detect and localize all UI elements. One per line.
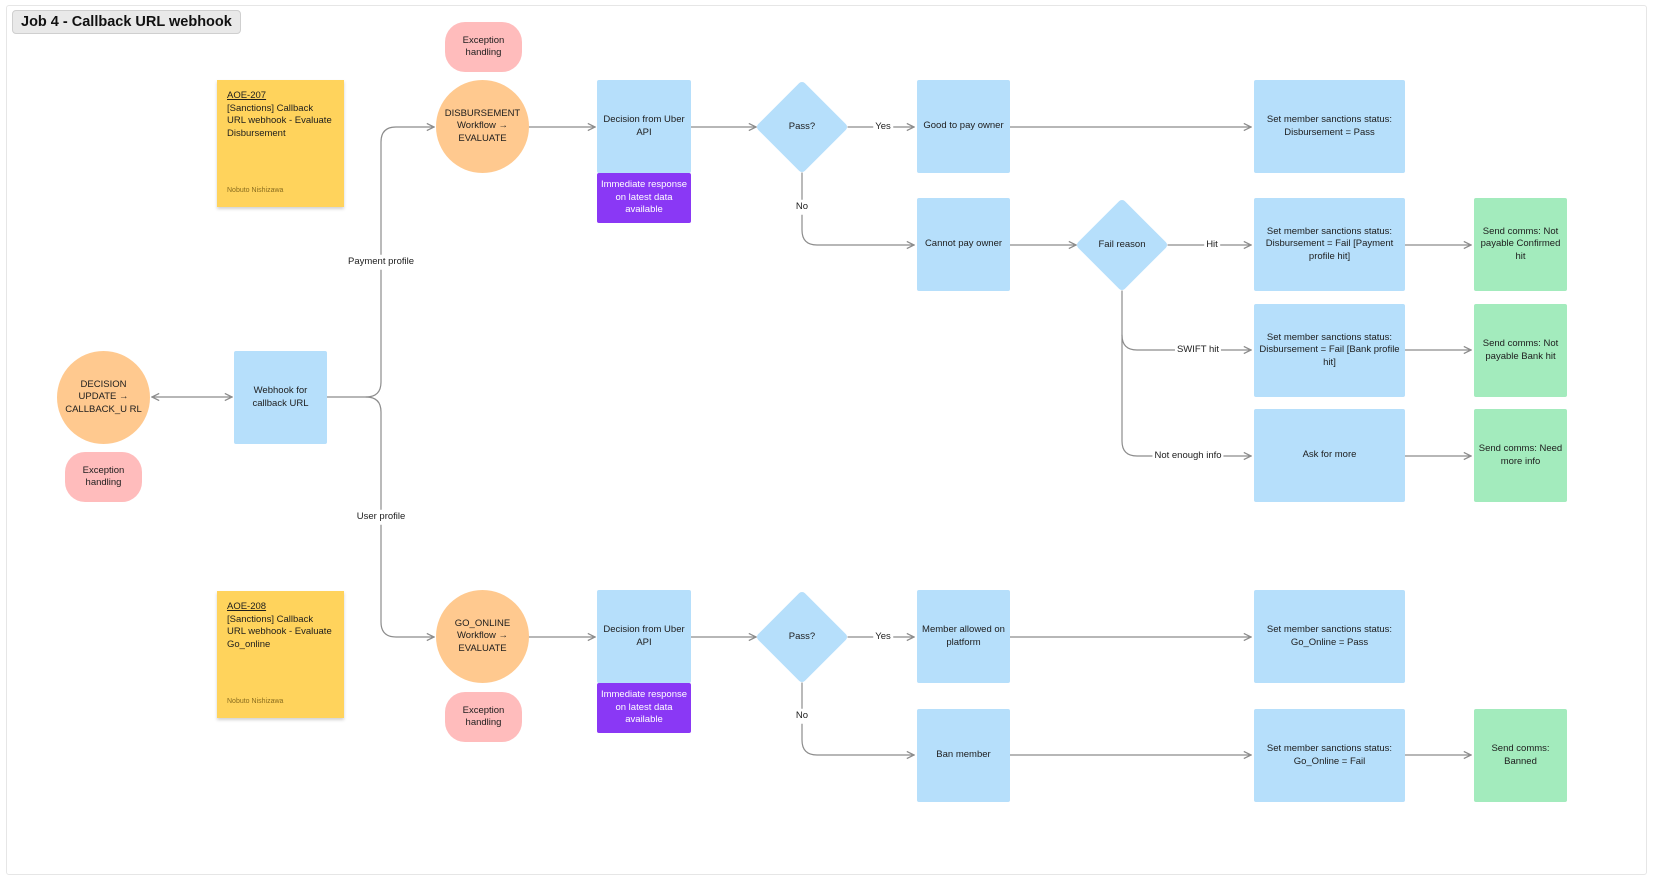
sticky-text: [Sanctions] Callback URL webhook - Evalu…: [227, 613, 332, 650]
connector-pass2-no: [801, 682, 914, 755]
edge-label-no[interactable]: No: [793, 708, 811, 724]
diamond-label: Fail reason: [1098, 238, 1146, 250]
comms-confirmed-hit-node[interactable]: Send comms: Not payable Confirmed hit: [1474, 198, 1567, 291]
diamond-label: Pass?: [788, 120, 816, 132]
status-payment-hit-node[interactable]: Set member sanctions status: Disbursemen…: [1254, 198, 1405, 291]
immediate-response-note[interactable]: Immediate response on latest data availa…: [597, 173, 691, 223]
cannot-pay-node[interactable]: Cannot pay owner: [917, 198, 1010, 291]
sticky-note-aoe-207[interactable]: AOE-207 [Sanctions] Callback URL webhook…: [217, 80, 344, 207]
connector-webhook-go-online: [365, 396, 434, 637]
comms-need-more-info-node[interactable]: Send comms: Need more info: [1474, 409, 1567, 502]
edge-label-payment-profile[interactable]: Payment profile: [345, 254, 417, 270]
sticky-author: Nobuto Nishizawa: [227, 697, 284, 705]
webhook-node[interactable]: Webhook for callback URL: [234, 351, 327, 444]
connector-fail-not-enough: [1121, 334, 1251, 456]
pass-decision-node[interactable]: Pass?: [755, 590, 849, 684]
edge-label-no[interactable]: No: [793, 199, 811, 215]
edge-label-yes[interactable]: Yes: [873, 629, 893, 645]
status-go-online-pass-node[interactable]: Set member sanctions status: Go_Online =…: [1254, 590, 1405, 683]
connector-fail-swift: [1121, 290, 1251, 350]
edge-label-hit[interactable]: Hit: [1204, 237, 1220, 253]
comms-bank-hit-node[interactable]: Send comms: Not payable Bank hit: [1474, 304, 1567, 397]
edge-label-user-profile[interactable]: User profile: [354, 509, 408, 525]
immediate-response-note[interactable]: Immediate response on latest data availa…: [597, 683, 691, 733]
sticky-ticket-link[interactable]: AOE-207: [227, 90, 267, 101]
ban-member-node[interactable]: Ban member: [917, 709, 1010, 802]
pass-decision-node[interactable]: Pass?: [755, 80, 849, 174]
edge-label-swift-hit[interactable]: SWIFT hit: [1174, 342, 1222, 358]
decision-update-node[interactable]: DECISION UPDATE → CALLBACK_U RL: [57, 351, 150, 444]
status-disbursement-pass-node[interactable]: Set member sanctions status: Disbursemen…: [1254, 80, 1405, 173]
edge-label-not-enough-info[interactable]: Not enough info: [1152, 448, 1224, 464]
disbursement-workflow-node[interactable]: DISBURSEMENT Workflow → EVALUATE: [436, 80, 529, 173]
go-online-workflow-node[interactable]: GO_ONLINE Workflow → EVALUATE: [436, 590, 529, 683]
exception-handling-node[interactable]: Exception handling: [65, 452, 142, 502]
edge-label-yes[interactable]: Yes: [873, 119, 893, 135]
section-title[interactable]: Job 4 - Callback URL webhook: [12, 10, 241, 34]
member-allowed-node[interactable]: Member allowed on platform: [917, 590, 1010, 683]
sticky-text: [Sanctions] Callback URL webhook - Evalu…: [227, 102, 332, 139]
fail-reason-decision-node[interactable]: Fail reason: [1075, 198, 1169, 292]
sticky-ticket-link[interactable]: AOE-208: [227, 601, 267, 612]
exception-handling-node[interactable]: Exception handling: [445, 692, 522, 742]
section-frame: [6, 5, 1647, 875]
good-to-pay-node[interactable]: Good to pay owner: [917, 80, 1010, 173]
comms-banned-node[interactable]: Send comms: Banned: [1474, 709, 1567, 802]
status-bank-hit-node[interactable]: Set member sanctions status: Disbursemen…: [1254, 304, 1405, 397]
status-go-online-fail-node[interactable]: Set member sanctions status: Go_Online =…: [1254, 709, 1405, 802]
sticky-note-aoe-208[interactable]: AOE-208 [Sanctions] Callback URL webhook…: [217, 591, 344, 718]
ask-for-more-node[interactable]: Ask for more: [1254, 409, 1405, 502]
connector-pass1-no: [801, 172, 914, 245]
decision-from-api-node[interactable]: Decision from Uber API: [597, 80, 691, 173]
diamond-label: Pass?: [788, 630, 816, 642]
exception-handling-node[interactable]: Exception handling: [445, 22, 522, 72]
sticky-author: Nobuto Nishizawa: [227, 186, 284, 194]
decision-from-api-node[interactable]: Decision from Uber API: [597, 590, 691, 683]
